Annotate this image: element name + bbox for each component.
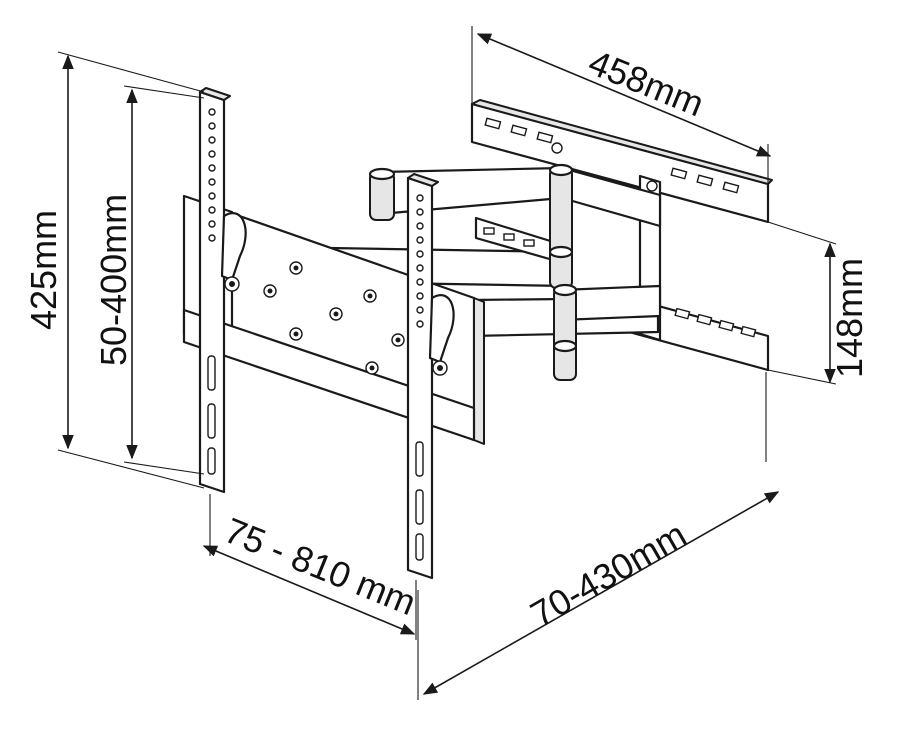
- label-total-height: 425mm: [23, 210, 64, 330]
- left-arm-safety-lock: [220, 212, 247, 292]
- label-wall-plate-height: 148mm: [829, 258, 870, 378]
- wall-plate-bottom-slots: [674, 307, 757, 338]
- pivot-joint-upper: [368, 167, 396, 221]
- label-vesa-horizontal: 75 - 810 mm: [219, 509, 422, 623]
- label-wall-plate-width: 458mm: [583, 41, 710, 124]
- label-extension: 70-430mm: [524, 513, 694, 635]
- arm-bracket-slots: [483, 227, 535, 247]
- vertical-tv-arm-left: [198, 87, 247, 494]
- right-arm-safety-lock: [428, 294, 455, 376]
- tv-plate-screw-holes: [263, 261, 405, 375]
- pivot-joint-lower: [552, 283, 578, 381]
- pivot-joint-middle: [548, 163, 574, 289]
- dimension-lines: [57, 26, 837, 700]
- label-vesa-vertical: 50-400mm: [93, 194, 134, 366]
- left-arm-holes: [207, 108, 216, 475]
